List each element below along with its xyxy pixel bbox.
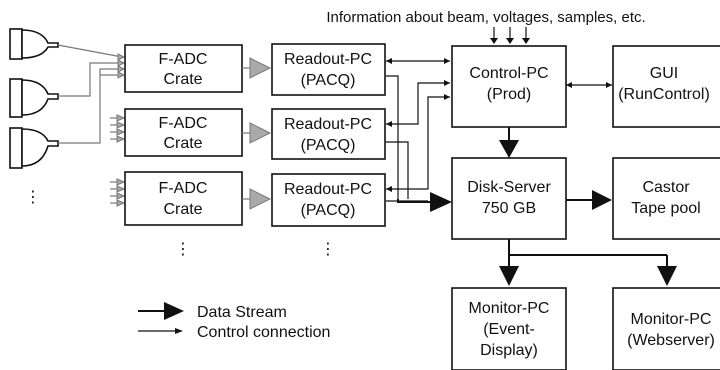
disk-to-castor-arrow (566, 190, 612, 210)
fadc-crate-3: F-ADC Crate (124, 171, 243, 226)
gui-line2: (RunControl) (618, 86, 710, 103)
readout-pc-3-line2: (PACQ) (301, 202, 356, 219)
fadc-crate-2: F-ADC Crate (124, 108, 243, 157)
control-pc-line1: Control-PC (469, 65, 548, 82)
data-stream-to-disk (397, 192, 452, 212)
monitor-pc-webserver: Monitor-PC (Webserver) (612, 287, 720, 370)
castor-line2: Tape pool (631, 200, 700, 217)
detector-3 (9, 127, 59, 169)
readout-pc-1-line2: (PACQ) (301, 72, 356, 89)
control-pc-line2: (Prod) (487, 86, 531, 103)
readout-pc-3-line1: Readout-PC (284, 181, 372, 198)
fadc-crate-2-line2: Crate (163, 135, 202, 152)
info-arrows (490, 27, 530, 44)
legend-data-stream-label: Data Stream (197, 304, 287, 321)
readout-pc-3: Readout-PC (PACQ) (271, 173, 386, 227)
monitor-web-line1: Monitor-PC (631, 311, 712, 328)
readout-control-connections (386, 58, 450, 202)
amplifier-2 (242, 122, 272, 144)
monitor-event-line1: Monitor-PC (469, 300, 550, 317)
disk-to-monitors-arrows (499, 239, 677, 286)
monitor-web-line2: (Webserver) (627, 332, 715, 349)
readout-pc-1: Readout-PC (PACQ) (271, 43, 386, 96)
disk-server: Disk-Server 750 GB (451, 157, 567, 240)
fadc-crate-2-line1: F-ADC (159, 115, 208, 132)
monitor-pc-event-display: Monitor-PC (Event- Display) (451, 287, 567, 370)
disk-server-line2: 750 GB (482, 200, 536, 217)
readout-ellipsis: ⋮ (320, 241, 336, 258)
legend-control-connection-label: Control connection (197, 324, 330, 341)
monitor-event-line2: (Event- (483, 321, 535, 338)
readout-pc-2-line1: Readout-PC (284, 116, 372, 133)
crate3-input-arrows (110, 178, 126, 207)
fadc-crate-1-line1: F-ADC (159, 51, 208, 68)
fadc-crate-1-line2: Crate (163, 71, 202, 88)
readout-pc-2: Readout-PC (PACQ) (271, 108, 386, 160)
amplifier-1 (242, 57, 272, 79)
crate2-input-arrows (110, 114, 126, 143)
amplifier-3 (242, 188, 272, 210)
readout-pc-2-line2: (PACQ) (301, 137, 356, 154)
legend: Data Stream Control connection (138, 302, 330, 341)
fadc-crate-1: F-ADC Crate (124, 44, 243, 93)
disk-server-line1: Disk-Server (467, 179, 551, 196)
detector-signal-lines (57, 44, 126, 144)
top-info-text: Information about beam, voltages, sample… (326, 9, 645, 26)
castor-tape-pool: Castor Tape pool (612, 157, 720, 240)
legend-data-stream: Data Stream (138, 302, 287, 321)
fadc-crate-3-line1: F-ADC (159, 180, 208, 197)
legend-control-connection: Control connection (138, 324, 330, 341)
monitor-event-line3: Display) (480, 342, 538, 359)
fadc-ellipsis: ⋮ (175, 241, 191, 258)
fadc-crate-3-line2: Crate (163, 201, 202, 218)
gui-line1: GUI (650, 65, 678, 82)
control-pc: Control-PC (Prod) (451, 45, 567, 128)
castor-line1: Castor (642, 179, 690, 196)
control-to-disk-arrow (499, 127, 519, 158)
detector-2 (9, 78, 59, 118)
control-gui-connection (566, 82, 612, 88)
gui-runcontrol: GUI (RunControl) (612, 45, 720, 128)
detector-ellipsis: ⋮ (25, 189, 41, 206)
readout-pc-1-line1: Readout-PC (284, 51, 372, 68)
detector-1 (9, 28, 59, 60)
